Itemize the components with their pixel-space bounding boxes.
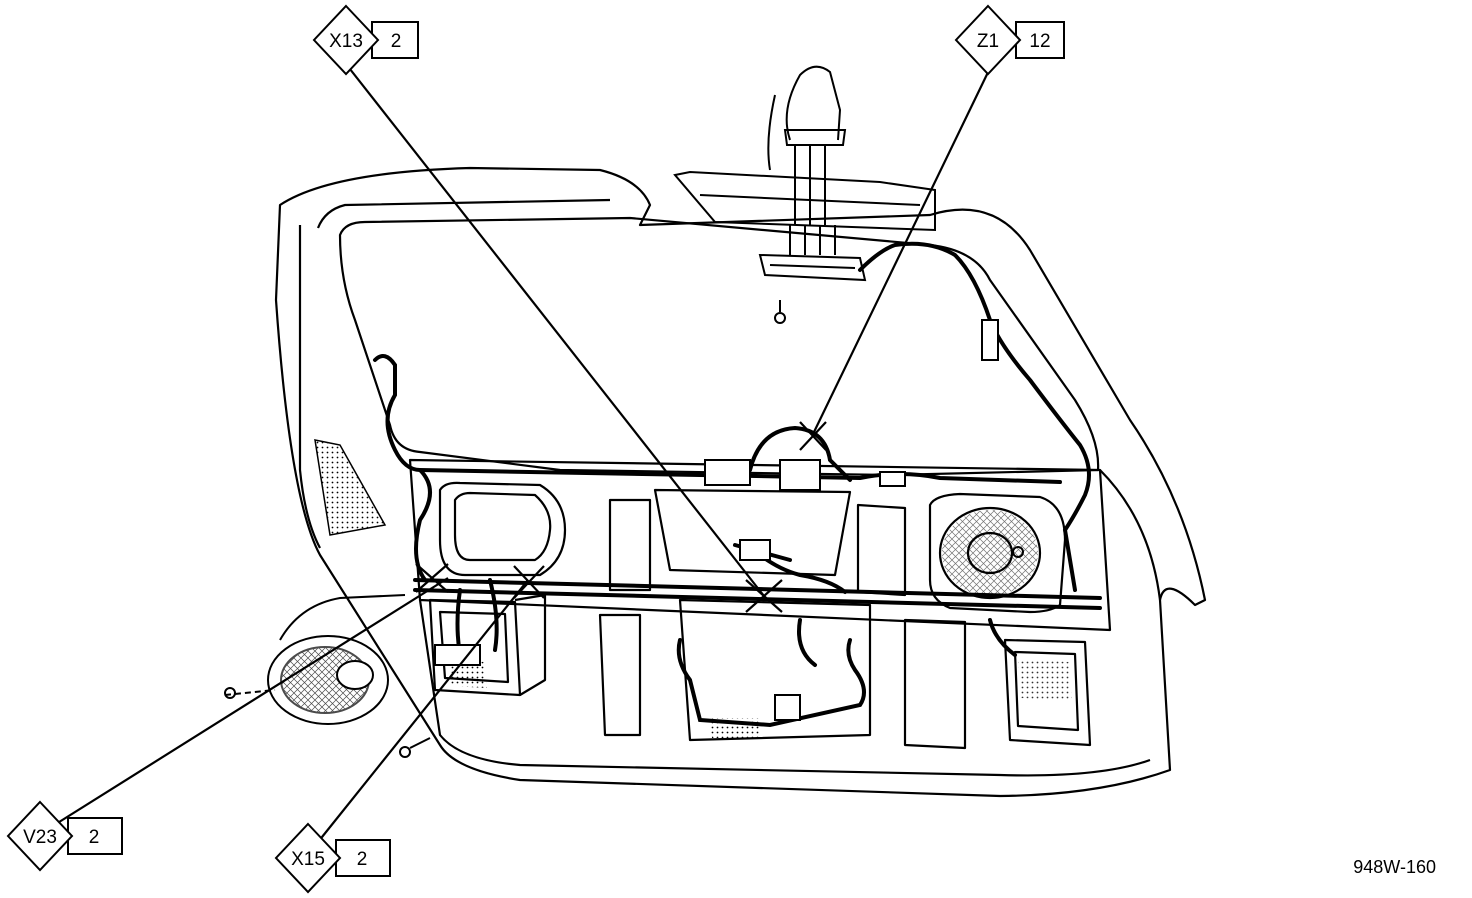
callout-number: 2 [357,849,368,870]
upper-module [673,65,936,282]
callout-code: Z1 [977,31,999,52]
liftgate-outline [274,166,1207,798]
screws [399,300,1024,758]
speaker-v23 [224,594,406,725]
callout-x15: X15 2 [274,822,391,894]
harness-connectors [434,319,999,721]
callout-code: V23 [23,827,57,848]
shaded-regions [314,439,1072,738]
callout-z1: Z1 12 [954,4,1065,76]
callout-v23: V23 2 [6,800,123,872]
callout-number: 2 [89,827,100,848]
callout-number: 2 [391,31,402,52]
figure-id: 948W-160 [1353,857,1436,877]
leader-lines [39,63,993,853]
callout-number: 12 [1029,31,1050,52]
callout-code: X13 [329,31,363,52]
callout-code: X15 [291,849,325,870]
callout-x13: X13 2 [312,4,419,76]
